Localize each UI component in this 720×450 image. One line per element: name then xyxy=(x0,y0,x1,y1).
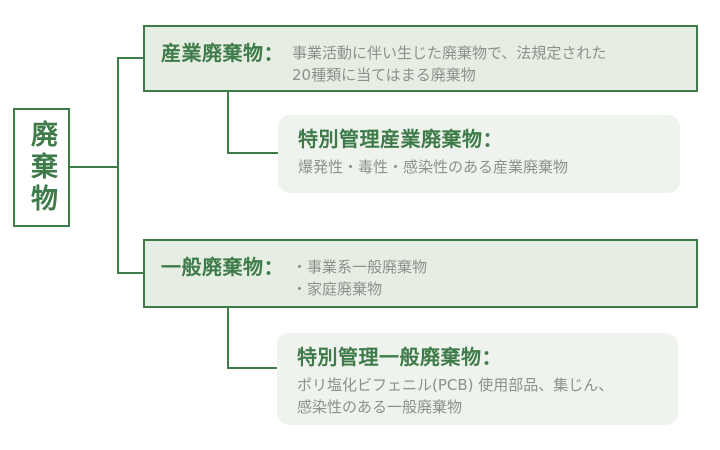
connector-root-to-trunk-line xyxy=(70,166,119,168)
body-line: 爆発性・毒性・感染性のある産業廃棄物 xyxy=(298,158,569,176)
node-special-general-waste-title: 特別管理一般廃棄物： xyxy=(297,345,502,369)
node-special-industrial-waste: 特別管理産業廃棄物： 爆発性・毒性・感染性のある産業廃棄物 xyxy=(278,115,680,193)
node-industrial-waste: 産業廃棄物： 事業活動に伴い生じた廃棄物で、法規定された 20種類に当てはまる廃… xyxy=(143,25,698,92)
body-line: ・事業系一般廃棄物 xyxy=(292,258,428,276)
node-special-industrial-waste-body: 爆発性・毒性・感染性のある産業廃棄物 xyxy=(298,156,660,178)
body-line: ポリ塩化ビフェニル(PCB) 使用部品、集じん、 xyxy=(297,376,614,394)
node-general-waste: 一般廃棄物： ・事業系一般廃棄物 ・家庭廃棄物 xyxy=(143,239,698,308)
node-general-waste-body: ・事業系一般廃棄物 ・家庭廃棄物 xyxy=(292,253,427,300)
node-special-general-waste-body: ポリ塩化ビフェニル(PCB) 使用部品、集じん、 感染性のある一般廃棄物 xyxy=(297,374,658,418)
connector-trunk-to-general-line xyxy=(117,272,145,274)
node-special-general-waste: 特別管理一般廃棄物： ポリ塩化ビフェニル(PCB) 使用部品、集じん、 感染性の… xyxy=(277,333,678,425)
connector-to-special-industrial-line xyxy=(227,152,279,154)
body-line: ・家庭廃棄物 xyxy=(292,280,383,298)
root-node-waste: 廃棄物 xyxy=(13,108,70,227)
node-industrial-waste-title: 産業廃棄物： xyxy=(161,41,284,65)
body-line: 感染性のある一般廃棄物 xyxy=(297,398,463,416)
connector-to-special-general-line xyxy=(227,367,278,369)
connector-industrial-drop-line xyxy=(227,92,229,154)
node-industrial-waste-body: 事業活動に伴い生じた廃棄物で、法規定された 20種類に当てはまる廃棄物 xyxy=(292,39,606,86)
connector-trunk-line xyxy=(117,57,119,274)
node-general-waste-title: 一般廃棄物： xyxy=(161,255,284,279)
node-special-industrial-waste-title: 特別管理産業廃棄物： xyxy=(298,127,503,151)
connector-trunk-to-industrial-line xyxy=(117,57,145,59)
body-line: 20種類に当てはまる廃棄物 xyxy=(292,66,476,84)
connector-general-drop-line xyxy=(227,308,229,369)
root-node-label: 廃棄物 xyxy=(26,119,57,216)
body-line: 事業活動に伴い生じた廃棄物で、法規定された xyxy=(292,44,607,62)
